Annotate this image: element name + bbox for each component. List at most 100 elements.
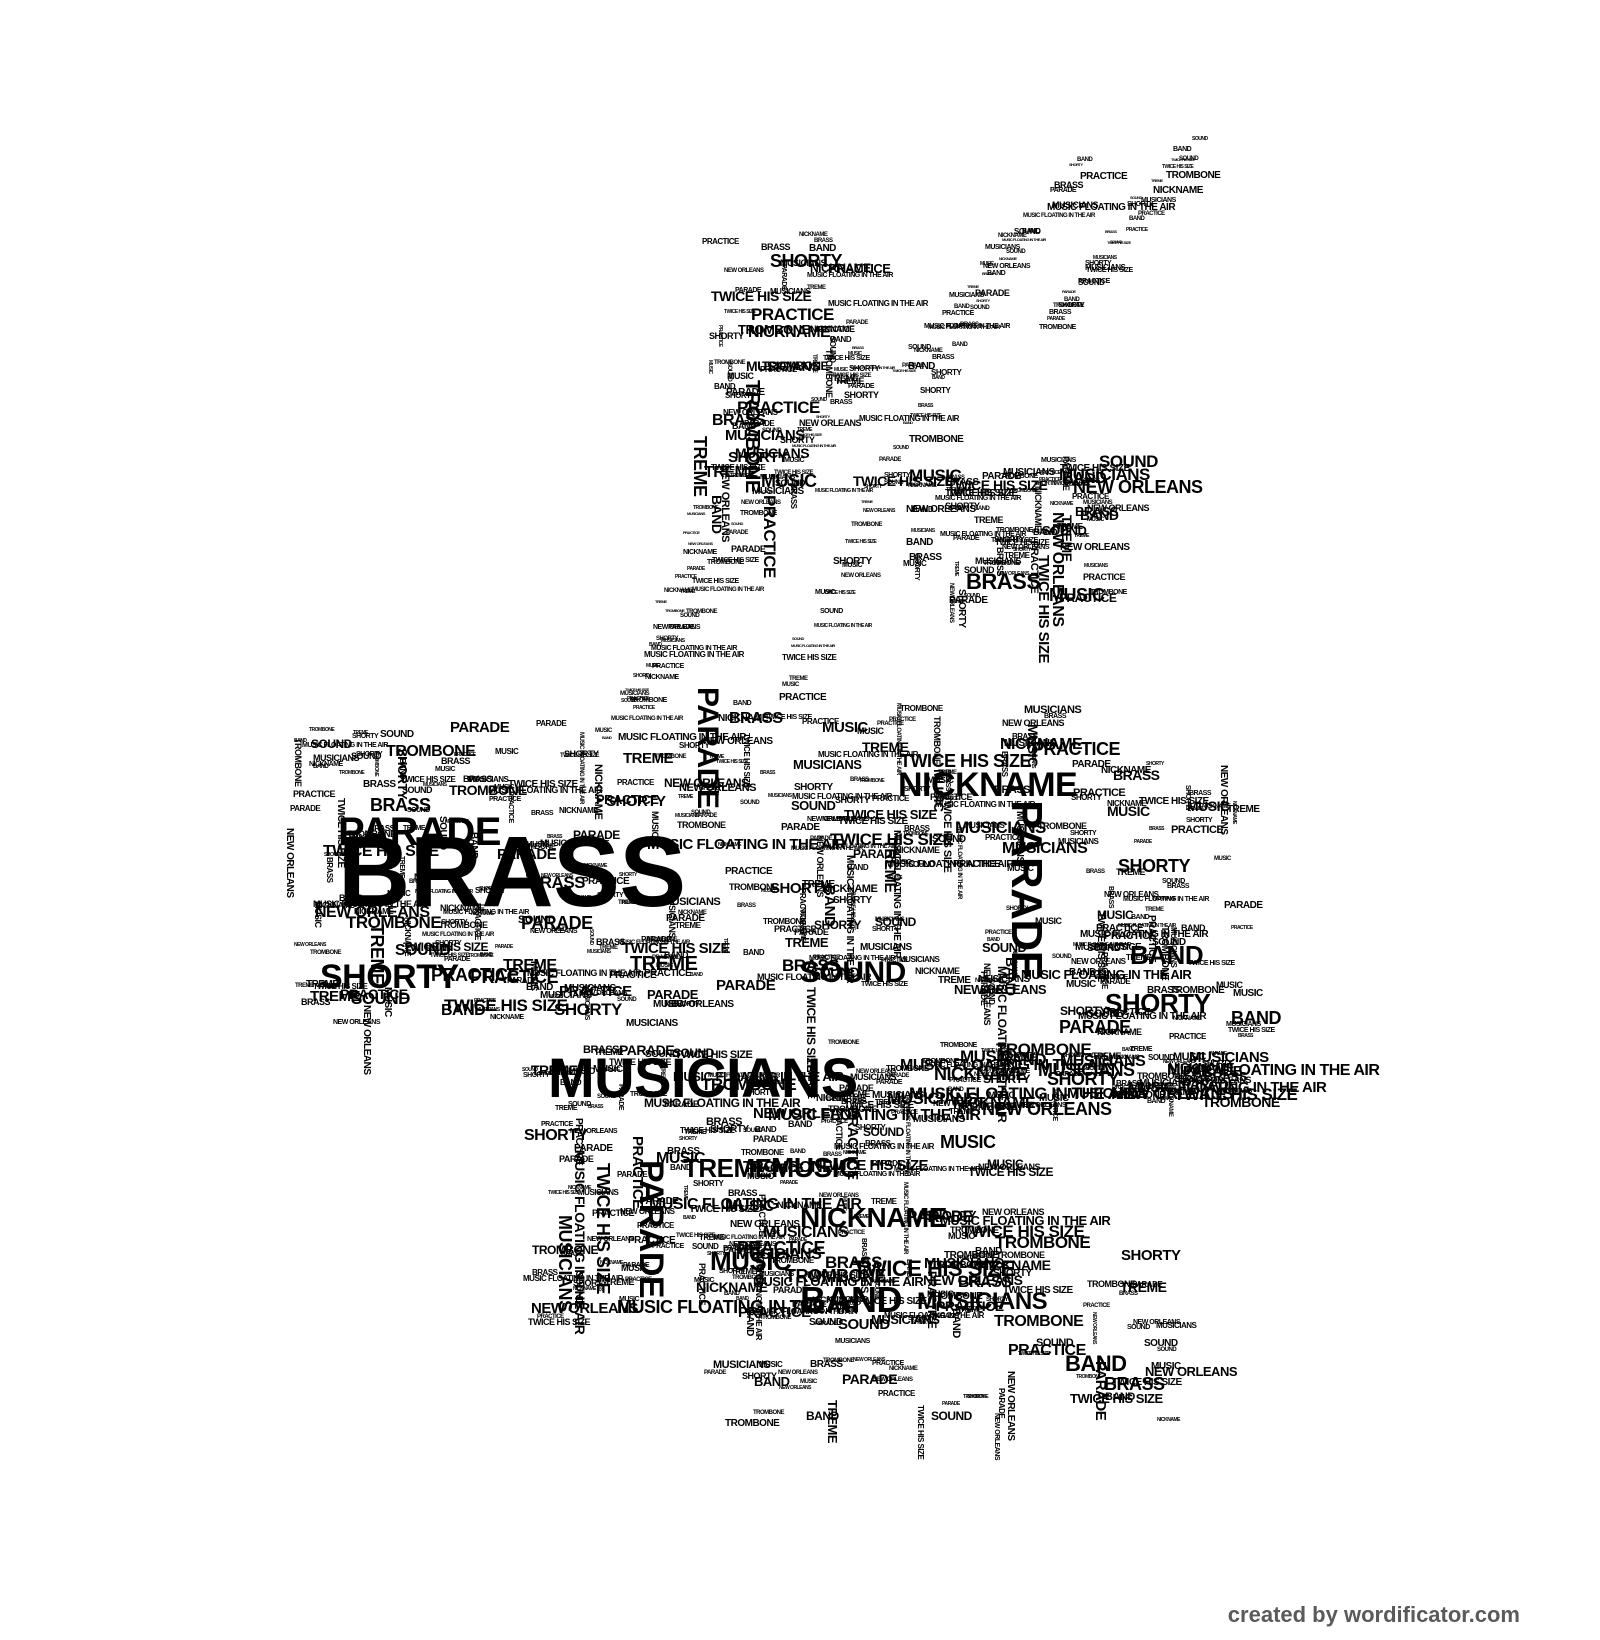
cloud-word: PRACTICE: [489, 796, 521, 803]
cloud-word: SHORTY: [709, 331, 744, 341]
cloud-word: BRASS: [667, 1146, 700, 1157]
cloud-word: MUSICIANS: [1004, 738, 1056, 749]
cloud-word: MUSICIANS: [1226, 1021, 1261, 1028]
cloud-word: BAND: [1065, 1351, 1127, 1376]
cloud-word: BAND: [339, 893, 364, 903]
cloud-word: MUSICIANS: [1063, 482, 1087, 488]
cloud-word: MUSICIANS: [713, 1359, 771, 1371]
cloud-word: SHORTY: [1186, 817, 1213, 824]
cloud-word: BAND: [952, 342, 968, 348]
cloud-word: SHORTY: [835, 795, 870, 805]
cloud-word: NEW ORLEANS: [954, 982, 1047, 997]
cloud-word: NICKNAME: [645, 674, 679, 681]
cloud-word: PRACTICE: [627, 696, 649, 702]
cloud-word: SHORTY: [656, 636, 679, 642]
cloud-word: BAND: [908, 361, 935, 372]
cloud-word: SOUND: [893, 445, 909, 451]
cloud-word: MUSICIANS: [548, 1046, 858, 1109]
cloud-word: BAND: [467, 776, 480, 782]
cloud-word: NICKNAME: [1097, 1027, 1142, 1037]
cloud-word: TWICE HIS SIZE: [1060, 463, 1130, 474]
cloud-word: BRASS: [1105, 229, 1117, 234]
cloud-word: PARADE: [1047, 316, 1065, 322]
cloud-word: BRASS: [532, 1268, 558, 1277]
cloud-word: SHORTY: [1071, 793, 1102, 802]
cloud-word: PRACTICE: [1171, 824, 1224, 836]
cloud-word: NICKNAME: [889, 1366, 918, 1372]
cloud-word: TROMBONE: [532, 1243, 599, 1257]
cloud-word: TROMBONE: [1038, 821, 1087, 831]
cloud-word: MUSICIANS: [663, 896, 721, 908]
cloud-word: PARADE: [641, 935, 672, 944]
cloud-word: NICKNAME: [872, 1279, 895, 1285]
cloud-word: PARADE: [290, 804, 321, 813]
cloud-word: TWICE HIS SIZE: [1174, 1085, 1298, 1104]
cloud-word: SOUND: [1006, 249, 1026, 255]
cloud-word: PRACTICE: [738, 1304, 811, 1321]
cloud-word: BAND: [829, 1303, 851, 1312]
cloud-word: TREME: [555, 1105, 578, 1112]
cloud-word: TWICE HIS SIZE: [1171, 157, 1195, 162]
cloud-word: TWICE HIS SIZE: [823, 355, 870, 362]
cloud-word: BAND: [551, 927, 567, 933]
cloud-word: TREME: [367, 924, 387, 985]
cloud-word: MUSICIANS: [540, 990, 592, 1001]
cloud-word: TROMBONE: [946, 487, 972, 493]
cloud-word: BAND: [743, 948, 765, 957]
cloud-word: TWICE HIS SIZE: [1070, 1391, 1163, 1406]
cloud-word: MUSICIANS: [587, 949, 611, 955]
cloud-word: TROMBONE: [828, 1040, 860, 1046]
cloud-word: PRACTICE: [717, 325, 723, 347]
cloud-word: MUSICIANS: [770, 287, 811, 296]
cloud-word: SHORTY: [597, 892, 624, 899]
cloud-word: NICKNAME: [914, 348, 943, 354]
cloud-word: SHORTY: [1060, 1004, 1108, 1018]
cloud-word: PRACTICE: [725, 866, 773, 877]
cloud-word: SHORTY: [1034, 481, 1057, 487]
cloud-word: MUSIC: [940, 1132, 996, 1152]
cloud-word: BRASS: [982, 271, 994, 276]
cloud-word: PARADE: [1134, 839, 1152, 845]
cloud-word: PARADE: [839, 1083, 874, 1093]
cloud-word: NICKNAME: [559, 806, 599, 815]
cloud-word: TROMBONE: [732, 1275, 764, 1281]
cloud-word: SOUND: [863, 1125, 904, 1139]
cloud-word: MUSICIANS: [1058, 837, 1099, 846]
cloud-word: TREME: [403, 825, 426, 832]
cloud-word: NICKNAME: [718, 842, 741, 848]
cloud-word: BRASS: [588, 1104, 604, 1110]
cloud-word: TWICE HIS SIZE: [1086, 267, 1133, 274]
cloud-word: PRACTICE: [937, 796, 959, 802]
cloud-word: TWICE HIS SIZE: [676, 1233, 716, 1239]
cloud-word: PARADE: [879, 457, 901, 463]
cloud-word: SHORTY: [719, 1268, 746, 1275]
cloud-word: TWICE HIS SIZE: [798, 432, 822, 437]
cloud-word: BRASS: [369, 824, 395, 833]
cloud-word: BRASS: [737, 903, 756, 909]
cloud-word: TWICE HIS SIZE: [1107, 240, 1131, 245]
cloud-word: NEW ORLEANS: [799, 418, 862, 428]
cloud-word: MUSIC: [540, 838, 567, 848]
cloud-word: NICKNAME: [895, 845, 940, 855]
cloud-word: MUSICIANS: [793, 757, 862, 772]
cloud-word: MUSIC: [382, 987, 393, 1017]
cloud-word: BAND: [999, 1050, 1047, 1069]
cloud-word: NEW ORLEANS: [1073, 477, 1203, 497]
cloud-word: NICKNAME: [843, 1150, 866, 1156]
cloud-word: MUSIC: [1039, 1093, 1069, 1104]
cloud-word: NICKNAME: [799, 232, 828, 238]
cloud-word: NICKNAME: [683, 549, 717, 556]
cloud-word: BRASS: [706, 1116, 743, 1128]
cloud-word: MUSIC: [387, 889, 411, 898]
cloud-word: TROMBONE: [386, 743, 476, 760]
cloud-word: SOUND: [518, 914, 556, 926]
cloud-word: MUSIC FLOATING IN THE AIR: [1023, 213, 1095, 219]
cloud-word: BAND: [480, 952, 493, 958]
cloud-word: PARADE: [1056, 1071, 1083, 1078]
cloud-word: BRASS: [909, 552, 942, 563]
cloud-word: TREME: [618, 900, 637, 906]
cloud-word: SOUND: [1127, 1324, 1150, 1331]
cloud-word: TROMBONE: [439, 920, 488, 930]
cloud-word: NICKNAME: [309, 761, 343, 768]
cloud-word: PRACTICE: [774, 924, 817, 934]
